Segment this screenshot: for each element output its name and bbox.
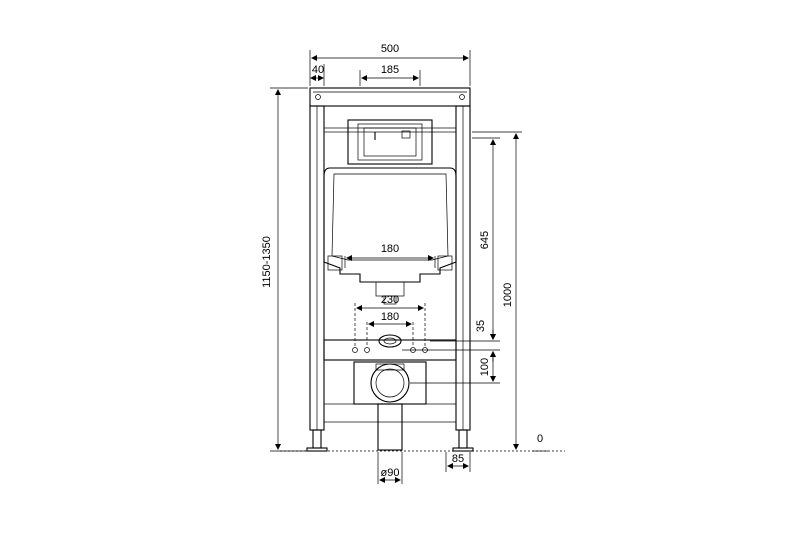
frame-structure	[280, 87, 565, 452]
dim-flush-height: 645	[479, 231, 491, 249]
water-inlet	[378, 334, 402, 348]
dim-drain-diameter: ø90	[381, 467, 400, 479]
right-foot	[458, 429, 468, 449]
flush-plate-mount	[347, 119, 433, 165]
cistern-tank	[323, 167, 457, 283]
dim-foot-width: 85	[452, 453, 464, 465]
top-rail	[309, 87, 471, 107]
dim-frame-height: 1000	[502, 283, 514, 307]
dim-inner-support-width: 180	[381, 243, 399, 255]
dim-bolt-inner-width: 180	[381, 311, 399, 323]
mounting-hole-left	[315, 94, 321, 100]
dimension-lines: 500 40 185 1150-1350 645 1000 0 180	[261, 43, 548, 484]
cross-rail-upper	[323, 127, 457, 133]
dim-overall-height: 1150-1350	[261, 236, 273, 288]
dim-side-offset: 40	[312, 64, 324, 76]
drain-pipe	[377, 403, 403, 451]
left-foot	[312, 429, 322, 449]
cross-rail-bottom	[323, 403, 457, 423]
dim-outlet-height: 100	[479, 358, 491, 376]
dim-bolt-outer-width: 230	[381, 294, 399, 306]
dim-inlet-offset: 35	[475, 320, 487, 332]
bolt-hole-1	[352, 347, 358, 353]
dim-flush-plate-width: 185	[381, 64, 399, 76]
mounting-hole-right	[459, 94, 465, 100]
dim-overall-width: 500	[381, 43, 399, 55]
bolt-hole-2	[364, 347, 370, 353]
dim-floor-level: 0	[537, 433, 543, 445]
